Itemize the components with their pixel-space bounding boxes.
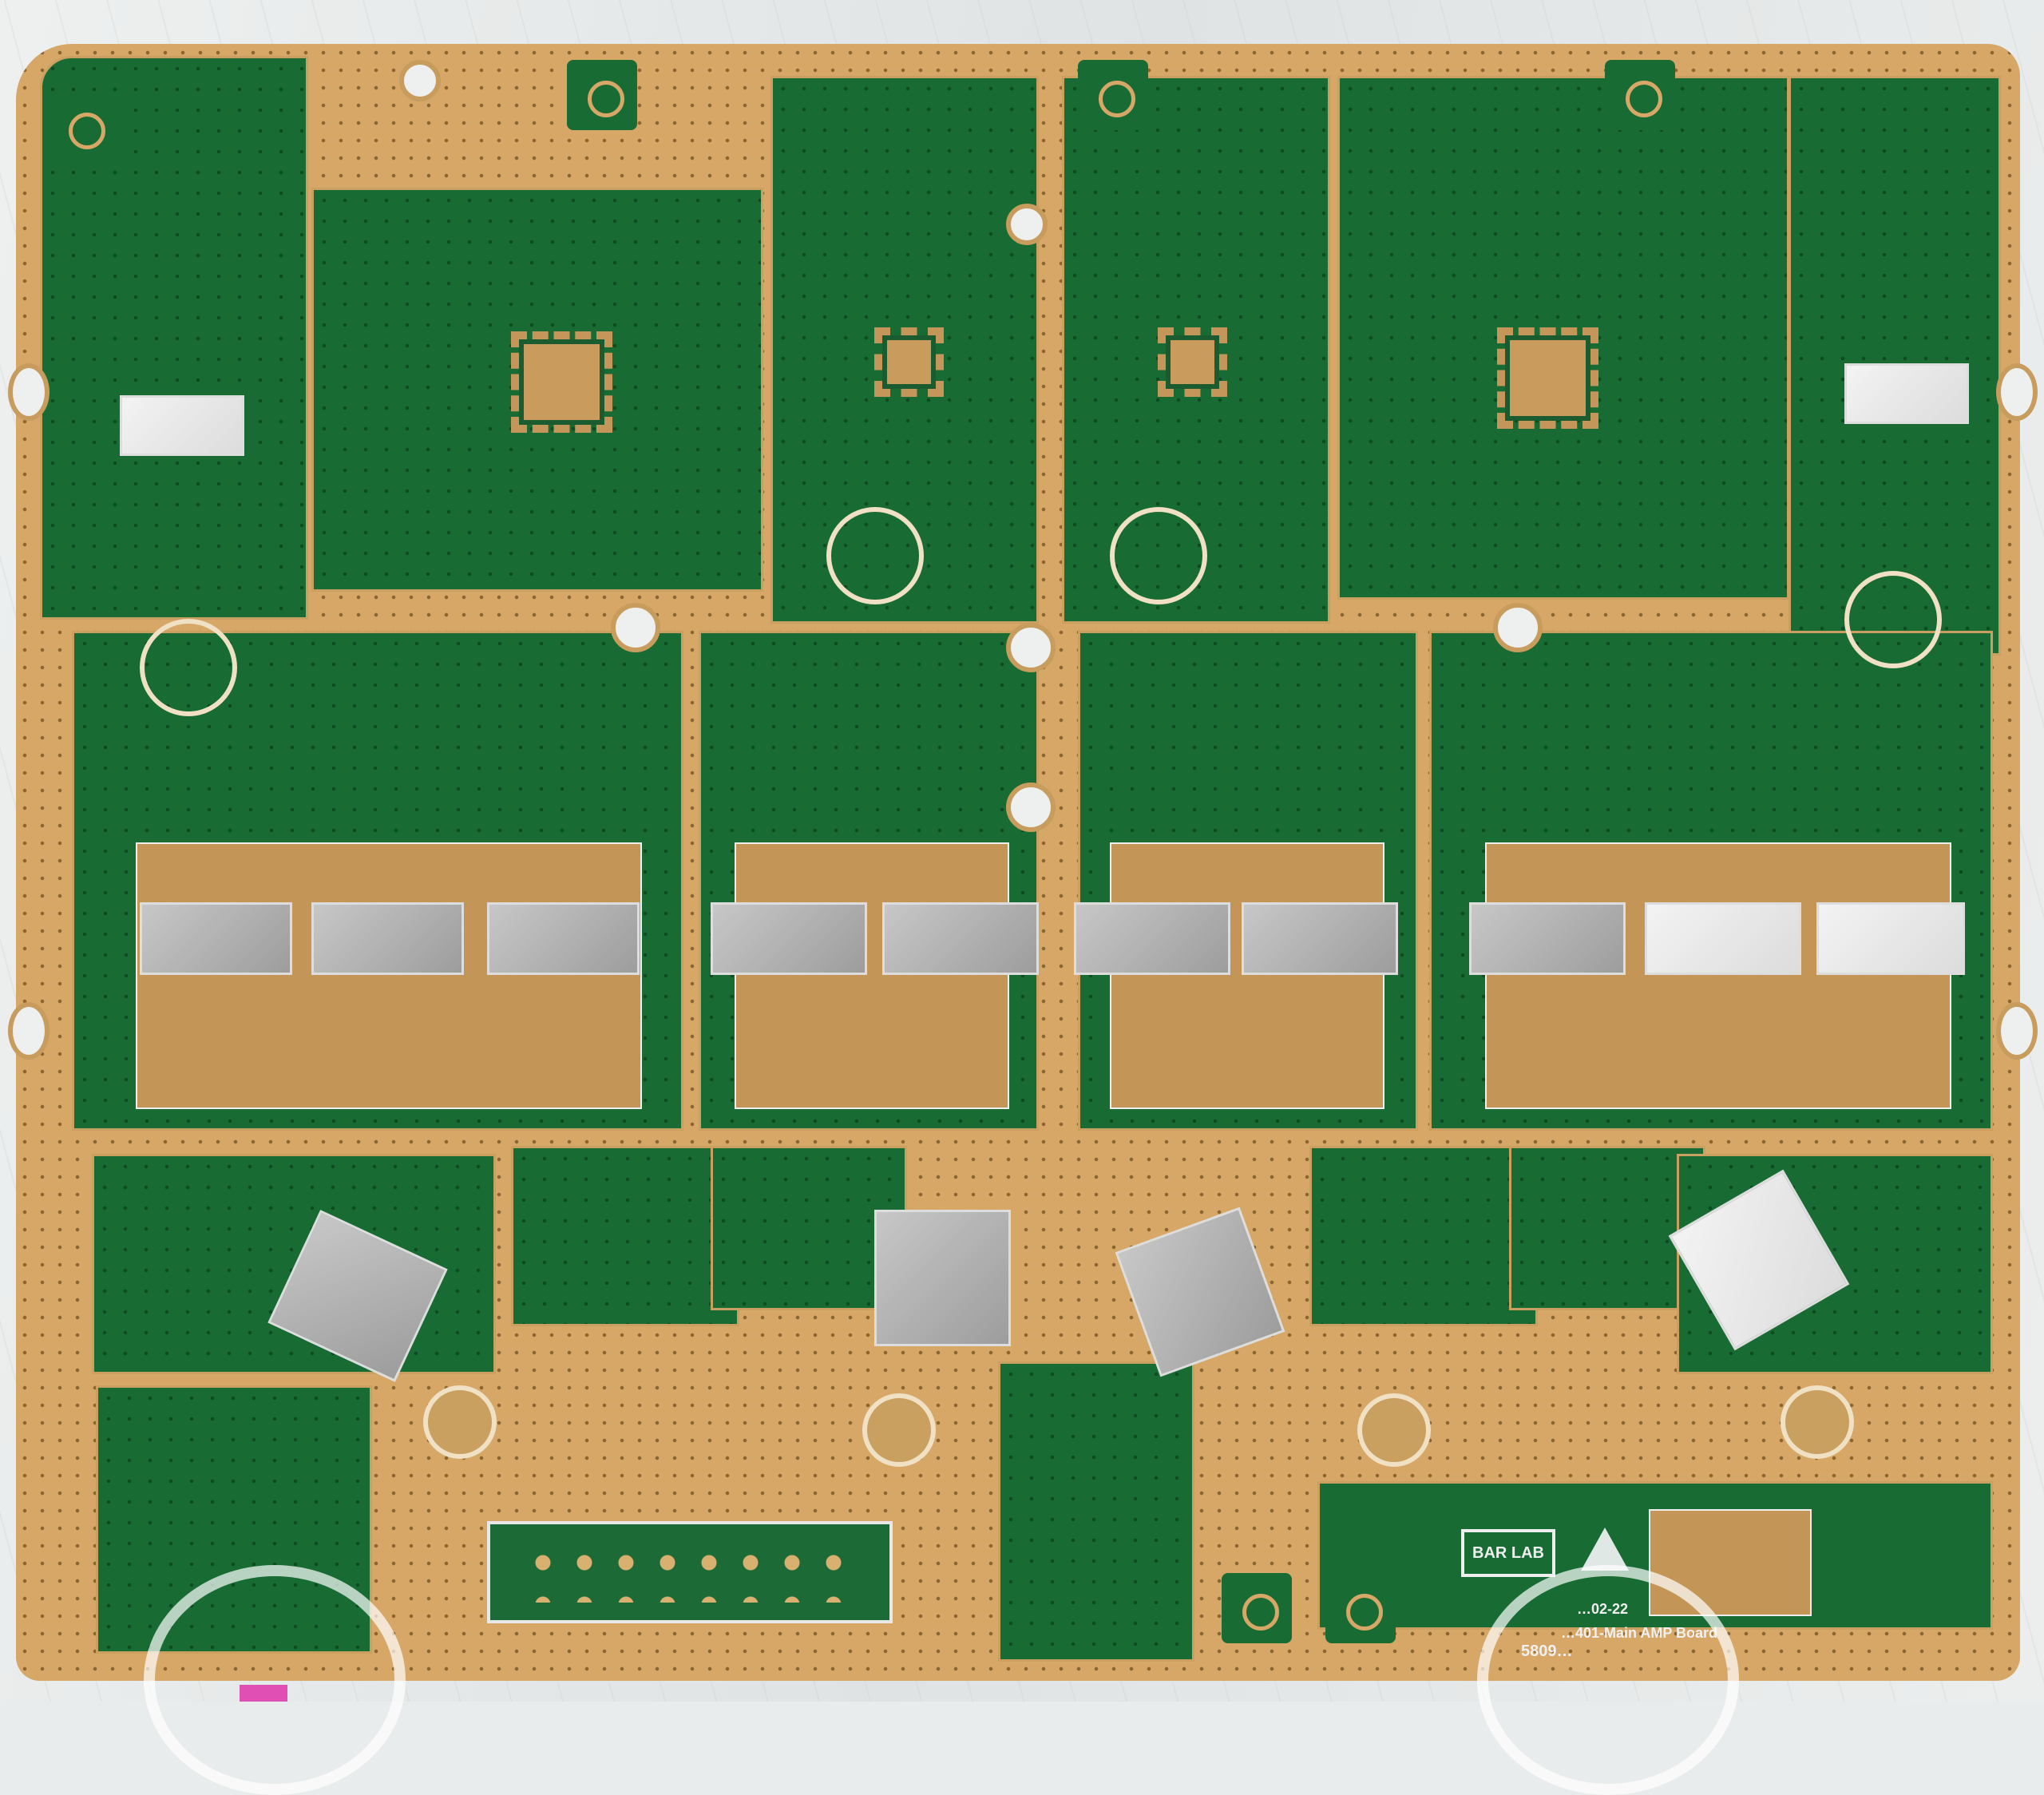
bottom-left-power	[96, 1385, 372, 1654]
output-coax-pad-2	[862, 1393, 936, 1467]
shield-cavity-1	[140, 902, 292, 975]
shield-cavity-2	[311, 902, 464, 975]
rf-pad-region-left	[136, 842, 642, 1109]
circulator-ring-1	[140, 619, 237, 716]
shield-cavity-4	[711, 902, 867, 975]
bottom-driver-3	[1309, 1146, 1538, 1326]
rf-pad-region-right	[1485, 842, 1951, 1109]
shield-cavity-9	[1645, 902, 1801, 975]
esd-warning-icon	[1581, 1528, 1629, 1571]
sma-connector-top-2	[567, 60, 637, 130]
sma-connector-bottom-2	[1325, 1573, 1396, 1643]
pin-header-connector	[487, 1521, 893, 1623]
edge-hole-left-1	[8, 363, 50, 421]
sma-connector-bottom-1	[1222, 1573, 1292, 1643]
mounting-hole-spine-4	[1493, 603, 1543, 652]
brand-label-box: BAR LAB	[1461, 1529, 1555, 1577]
sma-connector-top-1	[48, 92, 118, 162]
circulator-ring-4	[1844, 571, 1942, 668]
top-center-left-section	[770, 76, 1039, 624]
sma-connector-top-3	[1078, 60, 1148, 130]
mounting-hole-spine-1	[611, 603, 660, 652]
bottom-center-power	[998, 1361, 1194, 1662]
output-coax-pad-1	[423, 1385, 497, 1459]
bottom-driver-2	[711, 1146, 907, 1310]
qfn-ic-u2	[511, 331, 612, 433]
shield-top-right	[1844, 363, 1969, 424]
edge-hole-right-1	[1996, 363, 2038, 421]
rf-pad-region-center-right	[1110, 842, 1384, 1109]
shield-cavity-6	[1074, 902, 1230, 975]
shield-cavity-7	[1242, 902, 1398, 975]
output-shield-center-left	[874, 1210, 1011, 1346]
mounting-hole-spine-2	[1006, 623, 1056, 672]
qfn-ic-right-controller	[1497, 327, 1598, 429]
sma-connector-top-4	[1605, 60, 1675, 130]
mounting-hole-spine-3	[1006, 783, 1056, 832]
output-coax-pad-3	[1357, 1393, 1431, 1467]
acrylic-stand-right	[1477, 1565, 1739, 1795]
acrylic-stand-left	[144, 1565, 406, 1795]
shield-cavity-8	[1469, 902, 1626, 975]
pink-object-corner	[240, 1685, 287, 1702]
rf-pad-region-center-left	[735, 842, 1009, 1109]
top-right-control-section	[1337, 76, 1789, 600]
pcb-board: BAR LAB …02-22 …401-Main AMP Board 5809…	[8, 44, 2038, 1681]
circulator-ring-2	[826, 507, 924, 604]
bottom-driver-1	[511, 1146, 739, 1326]
mounting-hole-top-2	[1006, 204, 1048, 245]
mounting-hole-top-1	[399, 60, 441, 101]
bottom-driver-4	[1509, 1146, 1705, 1310]
header-pin-array	[522, 1541, 842, 1603]
output-shield-center-right	[1115, 1207, 1285, 1377]
output-coax-pad-4	[1781, 1385, 1854, 1459]
brand-label: BAR LAB	[1472, 1543, 1544, 1562]
shield-cavity-10	[1816, 902, 1965, 975]
edge-hole-right-2	[1996, 1002, 2038, 1060]
shield-top-left	[120, 395, 244, 456]
shield-cavity-5	[882, 902, 1039, 975]
shield-cavity-3	[487, 902, 640, 975]
circulator-ring-3	[1110, 507, 1207, 604]
edge-hole-left-2	[8, 1002, 50, 1060]
qfn-ic-left-mixer	[874, 327, 944, 397]
qfn-ic-right-mixer	[1158, 327, 1227, 397]
